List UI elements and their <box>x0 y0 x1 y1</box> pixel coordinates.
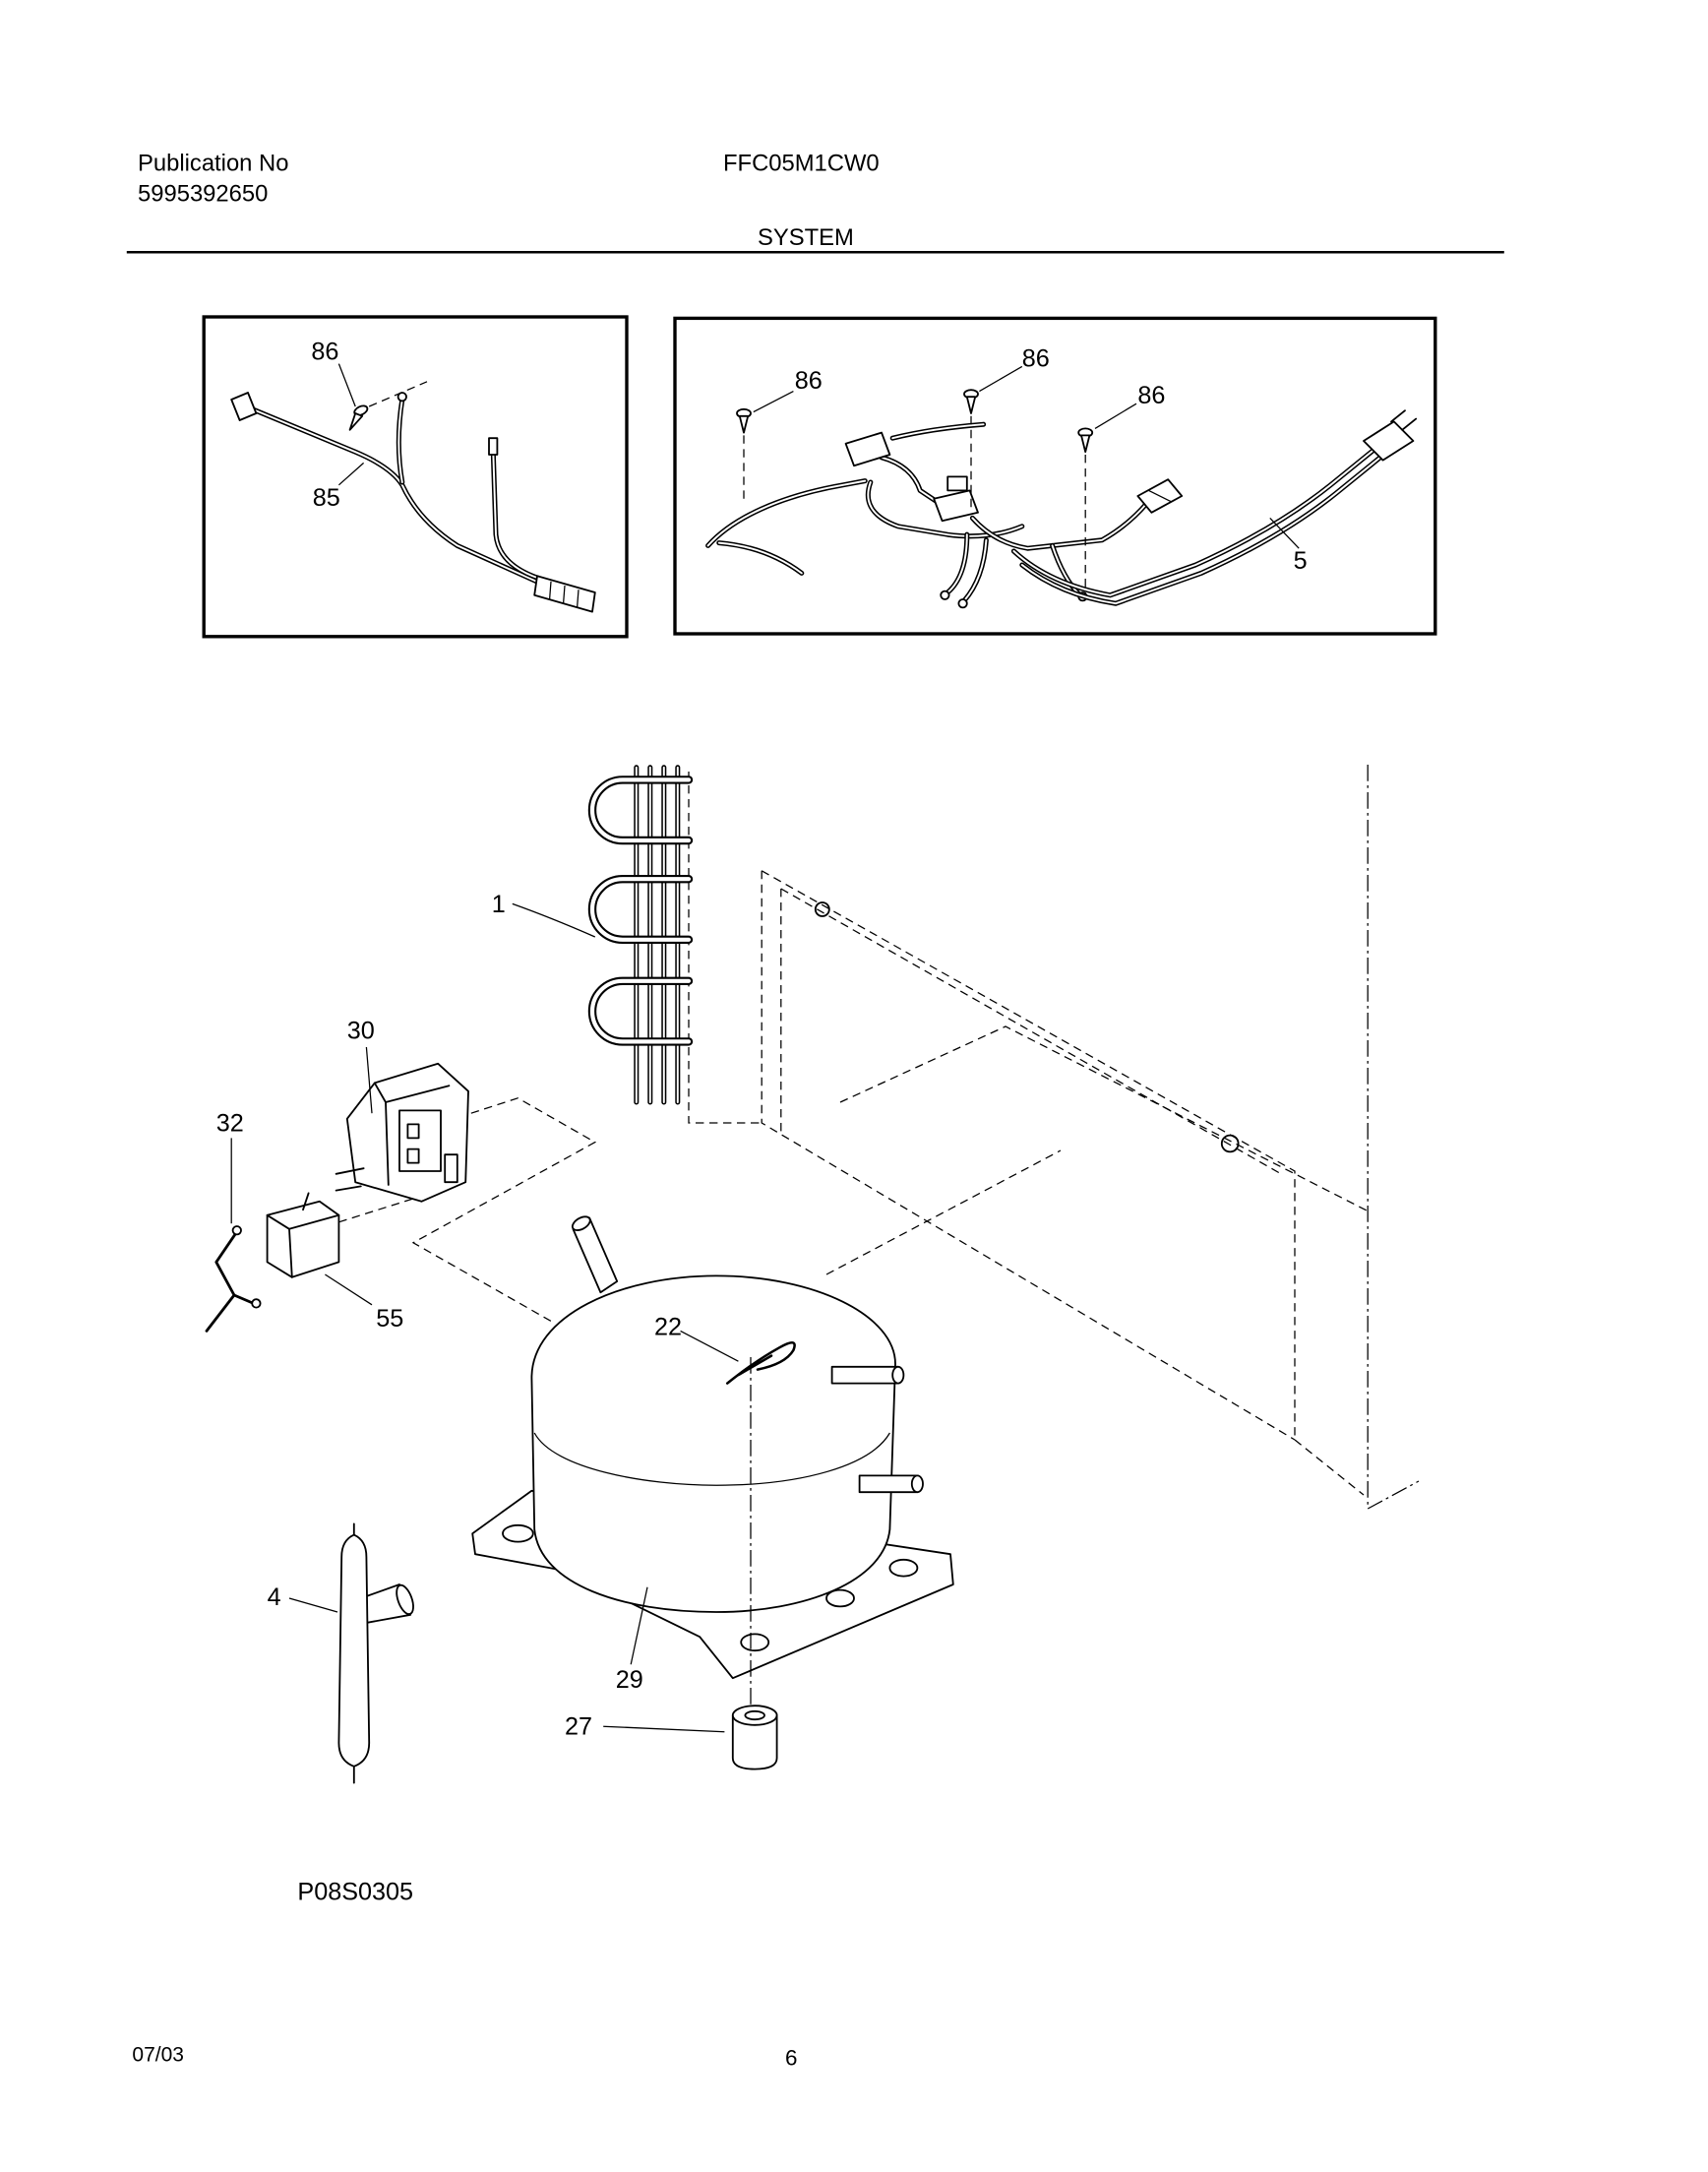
leader-line <box>630 1586 648 1665</box>
grommet <box>731 1705 778 1770</box>
suction-tube <box>830 1365 899 1385</box>
callout-label: 32 <box>216 1109 244 1137</box>
leader-line <box>1094 403 1137 429</box>
callout-label: 86 <box>1137 382 1165 409</box>
screw-right-inset-1 <box>736 407 752 502</box>
inset-left: 86 85 <box>202 315 629 639</box>
leader-line <box>337 462 365 486</box>
callout-label: 55 <box>376 1305 403 1333</box>
inset-left-frame <box>202 315 629 639</box>
inset-right-frame <box>673 316 1437 636</box>
wire-harness-right <box>708 424 1184 609</box>
relay <box>335 1062 469 1203</box>
callout-label: 86 <box>795 367 823 395</box>
leader-line <box>337 363 356 407</box>
callout-label: 1 <box>492 891 506 918</box>
clip <box>725 1341 796 1385</box>
callout-label: 5 <box>1294 547 1308 575</box>
page-number: 6 <box>785 2046 797 2071</box>
callout-label: 29 <box>616 1666 643 1694</box>
wire-harness-left <box>230 392 596 613</box>
leader-line <box>325 1273 373 1306</box>
mounting-phantom-line <box>411 1097 597 1324</box>
callout-label: 85 <box>313 484 340 512</box>
condenser-coil <box>592 765 689 1105</box>
filter-drier <box>337 1522 414 1784</box>
discharge-tube <box>858 1474 919 1494</box>
callout-label: 4 <box>268 1583 281 1611</box>
inset-right: 86 86 86 5 <box>673 316 1437 636</box>
screw-right-inset-2 <box>963 389 979 513</box>
publication-label: Publication No <box>138 151 288 177</box>
callout-label: 27 <box>565 1713 592 1741</box>
compressor <box>471 1215 954 1680</box>
screw-left-inset <box>348 381 428 431</box>
page-header: Publication No 5995392650 FFC05M1CW0 SYS… <box>126 151 1504 254</box>
callout-label: 86 <box>1022 344 1050 372</box>
leader-line <box>512 902 596 938</box>
leader-line <box>680 1330 739 1362</box>
leader-line <box>753 391 794 413</box>
leader-line <box>1269 517 1300 549</box>
mounting-phantom-line <box>338 1198 414 1223</box>
callout-label: 30 <box>347 1018 375 1045</box>
callout-label: 22 <box>654 1314 682 1341</box>
figure-code: P08S0305 <box>297 1879 413 1906</box>
overload-protector <box>266 1192 340 1278</box>
screw-right-inset-3 <box>1077 427 1094 595</box>
callout-label: 86 <box>311 338 338 365</box>
section-title: SYSTEM <box>758 224 854 251</box>
publication-number: 5995392650 <box>138 180 268 207</box>
power-cord <box>1013 409 1418 603</box>
footer-date: 07/03 <box>132 2043 184 2066</box>
leader-line <box>288 1597 338 1613</box>
leader-line <box>603 1725 725 1733</box>
cabinet-outline <box>688 764 1420 1511</box>
leader-line <box>979 365 1023 393</box>
leader-line <box>365 1046 373 1114</box>
main-exploded-view: 1 30 <box>205 764 1420 1784</box>
model-number: FFC05M1CW0 <box>723 151 880 177</box>
compressor-shell <box>530 1274 896 1613</box>
jumper-wire <box>205 1225 262 1333</box>
